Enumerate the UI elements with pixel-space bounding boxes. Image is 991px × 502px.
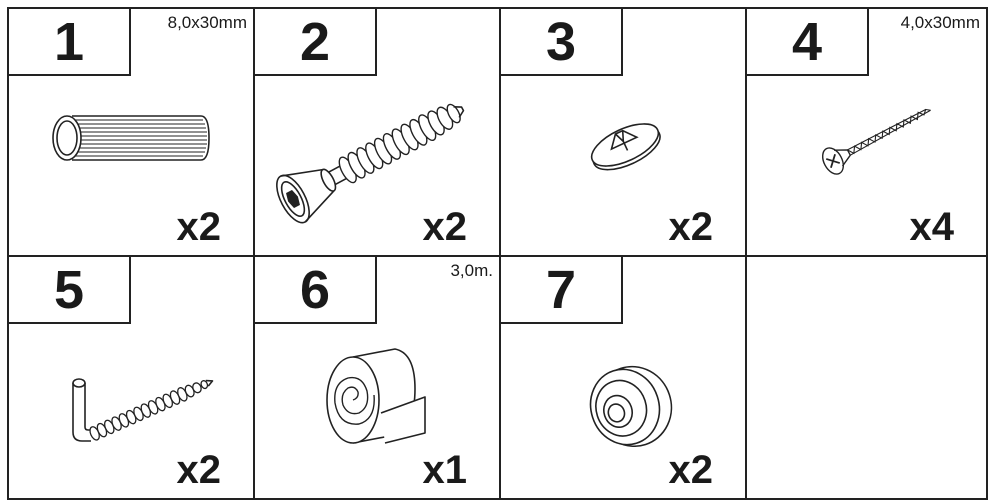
part-cell-4: 4 4,0x30mm x4 xyxy=(745,7,988,257)
part-cell-2: 2 xyxy=(253,7,501,257)
part-quantity: x2 xyxy=(669,205,714,249)
part-cell-6: 6 3,0m. x1 xyxy=(253,255,501,500)
part-quantity: x2 xyxy=(423,205,468,249)
part-cell-1: 1 8,0x30mm xyxy=(7,7,255,257)
part-cell-5: 5 xyxy=(7,255,255,500)
part-cell-7: 7 x2 xyxy=(499,255,747,500)
empty-cell xyxy=(745,255,988,500)
part-quantity: x2 xyxy=(177,205,222,249)
part-quantity: x1 xyxy=(423,448,468,492)
part-quantity: x4 xyxy=(910,205,955,249)
part-quantity: x2 xyxy=(669,448,714,492)
part-quantity: x2 xyxy=(177,448,222,492)
part-cell-3: 3 x2 xyxy=(499,7,747,257)
wood-screw-icon xyxy=(747,9,991,254)
